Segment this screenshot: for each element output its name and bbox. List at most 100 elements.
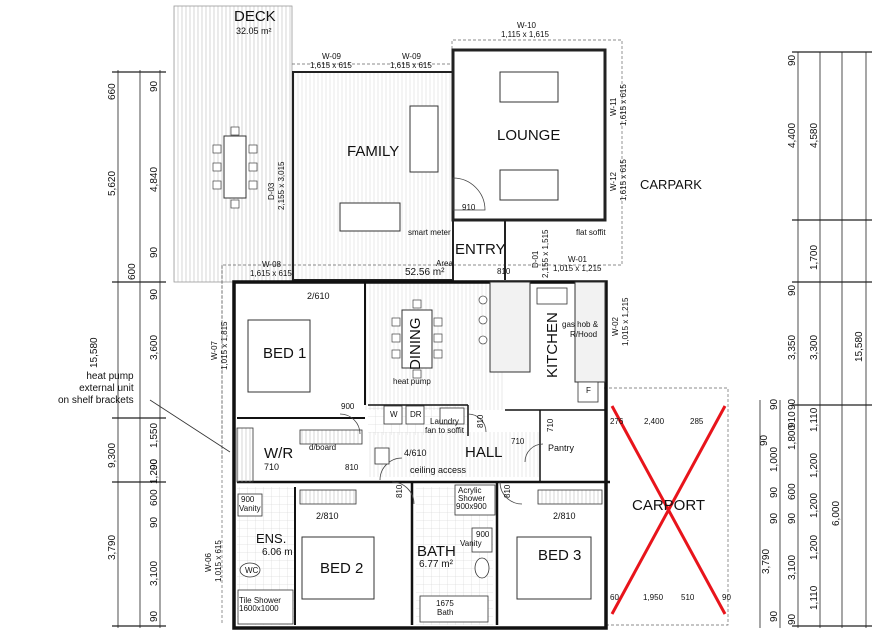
dim-left-i-1200: 1,200 <box>149 458 160 484</box>
w07-size: 1,015 x 1,815 <box>220 321 229 370</box>
dim-right-90c: 90 <box>787 398 798 410</box>
entry-label: ENTRY <box>455 241 506 258</box>
main-walls <box>232 280 610 630</box>
dining-chairs <box>391 299 443 379</box>
wc-bath <box>474 557 490 579</box>
fan-to-soffit-label: fan to soffit <box>425 426 464 435</box>
bar-stools <box>478 295 488 345</box>
d01-size: 2,155 x 1,515 <box>541 229 550 278</box>
dim-right-i-90d: 90 <box>769 512 780 524</box>
dim-right-i-1200b: 1,200 <box>809 492 820 518</box>
w08-size: 1,615 x 615 <box>250 269 292 278</box>
dboard <box>374 447 390 465</box>
bed3-label: BED 3 <box>538 547 582 564</box>
gas-hob-label: gas hob & <box>562 320 599 329</box>
pantry-label: Pantry <box>548 443 575 453</box>
dim-left-i-90f: 90 <box>149 610 160 622</box>
kitchen-label: KITCHEN <box>544 312 561 378</box>
vanity-ens-2: Vanity <box>239 504 261 513</box>
w09-left-size: 1,615 x 615 <box>310 61 352 70</box>
w08-label: W-08 <box>262 260 281 269</box>
bed2-label: BED 2 <box>320 560 364 577</box>
laundry-tub <box>439 407 465 425</box>
vanity-bath <box>471 527 493 553</box>
door-810-bed2: 810 <box>395 484 404 498</box>
sink <box>536 287 568 305</box>
carport-1950: 1,950 <box>643 593 664 602</box>
heat-pump-callout-line2: external unit <box>79 383 134 394</box>
dim-left-i-90a: 90 <box>149 80 160 92</box>
bed1-label: BED 1 <box>263 345 307 362</box>
hall-label: HALL <box>465 444 503 461</box>
w01-label: W-01 <box>568 255 587 264</box>
tile-shower-2: 1600x1000 <box>239 604 279 613</box>
washer-label: W <box>390 410 398 419</box>
bath-label: BATH <box>417 543 456 560</box>
dim-right-4580: 4,580 <box>809 122 820 148</box>
hall-floor <box>368 432 540 477</box>
dim-right-15580: 15,580 <box>854 331 865 362</box>
heat-pump-leader <box>149 399 231 453</box>
w06-size: 1,015 x 615 <box>214 540 223 582</box>
w07-label: W-07 <box>210 341 219 360</box>
door-4-610: 4/610 <box>404 448 427 458</box>
deck-table <box>223 135 247 199</box>
dim-left-5620: 5,620 <box>107 170 118 196</box>
dim-right-i-1110b: 1,110 <box>809 585 820 610</box>
w11-size: 1,615 x 615 <box>619 84 628 126</box>
w10-label: W-10 <box>517 21 536 30</box>
dim-right-90e: 90 <box>787 613 798 625</box>
dboard-label: d/board <box>309 443 337 452</box>
dim-left-9300: 9,300 <box>107 442 118 468</box>
carport-60: 60 <box>610 593 619 602</box>
tile-shower-1: Tile Shower <box>239 596 281 605</box>
dim-left-660: 660 <box>107 83 118 100</box>
dim-right-i-910: 910 <box>787 411 798 428</box>
w11-label: W-11 <box>609 97 618 116</box>
heat-pump-callout-line3: on shelf brackets <box>58 395 134 406</box>
fridge <box>577 381 599 403</box>
bath-tub <box>419 595 489 623</box>
acrylic-shower-1: Acrylic <box>458 486 482 495</box>
rh-hood-label: R/Hood <box>570 330 598 339</box>
w12-size: 1,615 x 615 <box>619 159 628 201</box>
carpark-label: CARPARK <box>640 177 702 192</box>
door-2-810-right: 2/810 <box>553 511 576 521</box>
carport-90: 90 <box>722 593 731 602</box>
door-910: 910 <box>462 203 476 212</box>
d03-label: D-03 <box>267 182 276 200</box>
dim-right-3790: 3,790 <box>761 548 772 574</box>
dim-left-i-90c: 90 <box>149 288 160 300</box>
ens-area: 6.06 m <box>262 547 293 558</box>
dining-label: DINING <box>407 317 424 371</box>
dim-right-3100: 3,100 <box>787 554 798 580</box>
dim-left-3790: 3,790 <box>107 534 118 560</box>
bath-word: Bath <box>437 608 454 617</box>
carport-510: 510 <box>681 593 695 602</box>
acrylic-shower-2: Shower <box>458 494 486 503</box>
carport-2400: 2,400 <box>644 417 665 426</box>
dim-left-i-3100: 3,100 <box>149 560 160 586</box>
deck-label: DECK <box>234 8 276 25</box>
door-810-laundry: 810 <box>476 414 485 428</box>
ens-label: ENS. <box>256 531 287 546</box>
dining-table <box>401 309 433 369</box>
dim-right-1800: 1,800 <box>787 424 798 450</box>
dryer-label: DR <box>410 410 422 419</box>
dim-right-3350: 3,350 <box>787 334 798 360</box>
wc-label: WC <box>245 566 259 575</box>
deck-area-label: 32.05 m² <box>236 26 272 36</box>
dim-right-90a: 90 <box>787 54 798 66</box>
dim-right-i-600: 600 <box>787 483 798 500</box>
door-810-entry: 810 <box>497 267 511 276</box>
dim-right-i-1200a: 1,200 <box>809 452 820 478</box>
dimension-lines <box>117 52 867 628</box>
vanity-bath-2: Vanity <box>460 539 482 548</box>
upper-walls <box>292 48 607 281</box>
d03-size: 2,155 x 3,015 <box>277 161 286 210</box>
tile-shower <box>237 589 294 625</box>
lounge-label: LOUNGE <box>497 127 561 144</box>
acrylic-shower <box>454 484 496 516</box>
dim-left-i-90e: 90 <box>149 516 160 528</box>
